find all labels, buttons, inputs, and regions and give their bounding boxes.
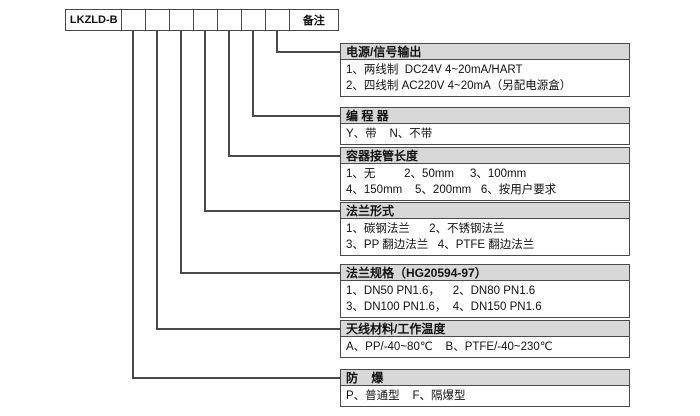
section-antenna-material-temp: 天线材料/工作温度 A、PP/-40~80℃ B、PTFE/-40~230℃ [340, 320, 630, 358]
connector-horizontal-6 [252, 115, 340, 117]
connector-vertical-5 [228, 29, 230, 157]
section-header: 容器接管长度 [340, 147, 630, 164]
option-line: 1、两线制 DC24V 4~20mA/HART [346, 63, 523, 76]
section-body: A、PP/-40~80℃ B、PTFE/-40~230℃ [340, 335, 630, 358]
connector-vertical-3 [180, 29, 182, 274]
section-body: 1、DN50 PN1.6， 2、DN80 PN1.6 3、DN100 PN1.6… [340, 279, 630, 318]
option-line: 1、碳钢法兰 2、不锈钢法兰 [346, 222, 505, 235]
connector-vertical-1 [132, 29, 134, 379]
connector-horizontal-3 [180, 272, 340, 274]
code-cell-7 [265, 9, 291, 31]
option-line: P、普通型 F、隔爆型 [346, 389, 466, 402]
section-body: 1、两线制 DC24V 4~20mA/HART 2、四线制 AC220V 4~2… [340, 58, 630, 97]
section-title: 编 程 器 [346, 108, 389, 123]
option-line: 3、PP 翻边法兰 4、PTFE 翻边法兰 [346, 238, 535, 251]
section-header: 法兰形式 [340, 202, 630, 219]
section-power-signal-output: 电源/信号输出 1、两线制 DC24V 4~20mA/HART 2、四线制 AC… [340, 43, 630, 97]
section-title: 防 爆 [346, 370, 384, 385]
section-header: 编 程 器 [340, 107, 630, 124]
section-header: 电源/信号输出 [340, 43, 630, 60]
model-prefix-box: LKZLD-B [65, 9, 123, 31]
connector-vertical-6 [252, 29, 254, 117]
option-line: Y、带 N、不带 [346, 127, 433, 140]
option-line: 2、四线制 AC220V 4~20mA（另配电源盒） [346, 79, 572, 92]
code-cell-2 [145, 9, 171, 31]
section-nozzle-length: 容器接管长度 1、无 2、50mm 3、100mm 4、150mm 5、200m… [340, 147, 630, 201]
section-body: Y、带 N、不带 [340, 122, 630, 145]
option-line: 3、DN100 PN1.6， 4、DN150 PN1.6 [346, 300, 542, 313]
connector-horizontal-1 [132, 377, 340, 379]
section-title: 天线材料/工作温度 [346, 321, 446, 336]
option-line: 1、DN50 PN1.6， 2、DN80 PN1.6 [346, 284, 536, 297]
section-body: P、普通型 F、隔爆型 [340, 384, 630, 407]
section-title: 法兰规格（HG20594-97） [346, 265, 487, 280]
section-header: 天线材料/工作温度 [340, 320, 630, 337]
section-body: 1、碳钢法兰 2、不锈钢法兰 3、PP 翻边法兰 4、PTFE 翻边法兰 [340, 217, 630, 256]
code-cell-1 [121, 9, 147, 31]
option-line: A、PP/-40~80℃ B、PTFE/-40~230℃ [346, 340, 553, 353]
connector-horizontal-4 [204, 210, 340, 212]
section-header: 防 爆 [340, 369, 630, 386]
section-flange-type: 法兰形式 1、碳钢法兰 2、不锈钢法兰 3、PP 翻边法兰 4、PTFE 翻边法… [340, 202, 630, 256]
option-line: 4、150mm 5、200mm 6、按用户要求 [346, 183, 557, 196]
section-title: 法兰形式 [346, 203, 395, 218]
connector-horizontal-5 [228, 155, 340, 157]
section-flange-spec: 法兰规格（HG20594-97） 1、DN50 PN1.6， 2、DN80 PN… [340, 264, 630, 318]
section-title: 容器接管长度 [346, 148, 419, 163]
connector-vertical-7 [276, 29, 278, 53]
section-header: 法兰规格（HG20594-97） [340, 264, 630, 281]
code-cell-5 [217, 9, 243, 31]
section-programmer: 编 程 器 Y、带 N、不带 [340, 107, 630, 145]
connector-horizontal-2 [156, 328, 340, 330]
section-explosion-proof: 防 爆 P、普通型 F、隔爆型 [340, 369, 630, 407]
code-cell-4 [193, 9, 219, 31]
section-title: 电源/信号输出 [346, 44, 422, 59]
connector-vertical-2 [156, 29, 158, 330]
section-body: 1、无 2、50mm 3、100mm 4、150mm 5、200mm 6、按用户… [340, 162, 630, 201]
code-cell-6 [241, 9, 267, 31]
remark-box: 备注 [289, 9, 339, 31]
connector-vertical-4 [204, 29, 206, 212]
option-line: 1、无 2、50mm 3、100mm [346, 167, 527, 180]
connector-horizontal-7 [276, 51, 340, 53]
code-cell-3 [169, 9, 195, 31]
model-code-row: LKZLD-B 备注 [65, 9, 339, 31]
